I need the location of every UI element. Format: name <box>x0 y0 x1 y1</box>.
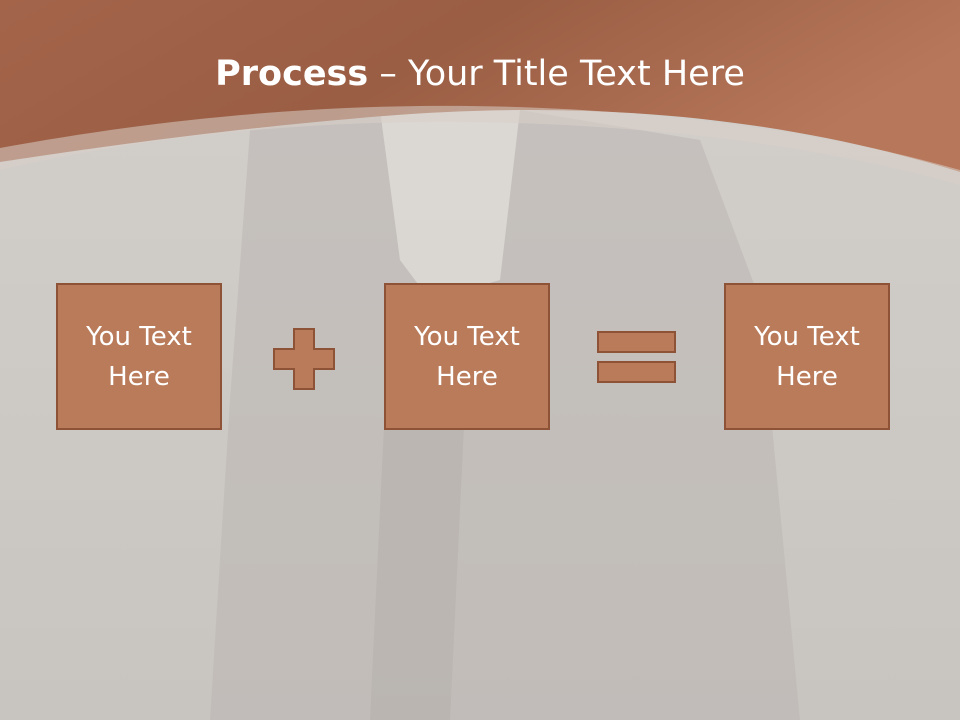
title-rest: – Your Title Text Here <box>368 54 745 94</box>
box-text: You Text Here <box>86 321 192 392</box>
process-box-1: You Text Here <box>56 283 222 430</box>
box-text: You Text Here <box>414 321 520 392</box>
page-title: Process – Your Title Text Here <box>0 52 960 96</box>
plus-icon <box>273 328 335 390</box>
title-bold: Process <box>215 54 369 94</box>
equals-icon <box>597 331 676 383</box>
box-text: You Text Here <box>754 321 860 392</box>
process-box-2: You Text Here <box>384 283 550 430</box>
process-box-3: You Text Here <box>724 283 890 430</box>
